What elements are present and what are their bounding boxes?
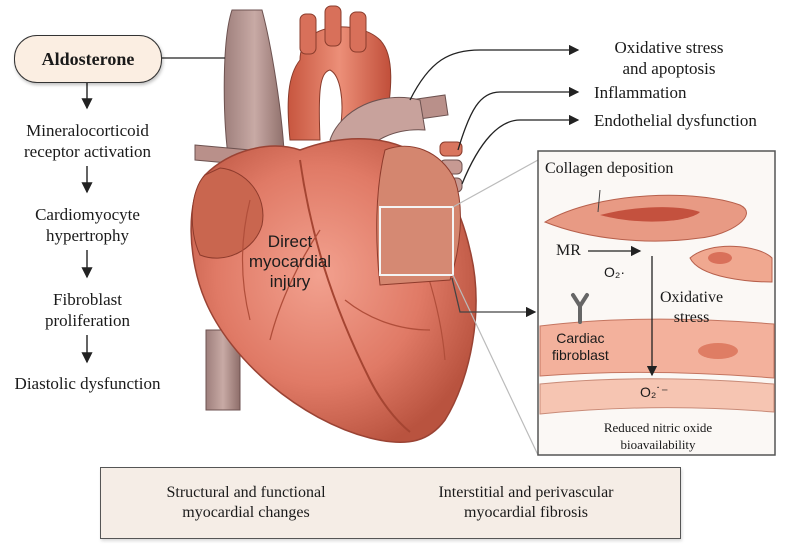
right-atrium <box>191 167 264 259</box>
outcome-line: myocardial fibrosis <box>464 504 588 521</box>
inset-nitric-oxide-label: Reduced nitric oxide bioavailability <box>548 419 768 453</box>
aortic-branch-1 <box>299 13 317 55</box>
inset-o2-radical-bottom: O₂˙⁻ <box>640 384 669 400</box>
coronary-artery-branch-2 <box>344 299 431 331</box>
inset-label-line: bioavailability <box>620 437 696 452</box>
pathway-step-proliferation: Fibroblast proliferation <box>0 289 175 331</box>
great-vessels <box>194 5 463 411</box>
inset-cardiac-fibroblast-label: Cardiac fibroblast <box>552 330 609 364</box>
outcomes-panel: Structural and functional myocardial cha… <box>100 467 681 539</box>
inset-o2-radical-top: O₂· <box>604 264 625 280</box>
arrow-to-inflammation <box>457 86 580 151</box>
effect-line: Endothelial dysfunction <box>594 111 757 130</box>
inset-mr-label: MR <box>556 242 581 259</box>
inset-label-line: Oxidative <box>660 289 724 306</box>
coronary-artery-branch-3 <box>241 199 251 321</box>
heart-label-line: injury <box>269 272 311 291</box>
effect-line: Oxidative stress <box>614 38 724 57</box>
coronary-artery-branch-1 <box>269 229 321 341</box>
outcome-line: Interstitial and perivascular <box>438 484 614 501</box>
aortic-branch-3 <box>349 11 367 53</box>
pulmonary-artery-branch <box>439 141 463 157</box>
effect-line: and apoptosis <box>622 59 716 78</box>
arrow-to-oxidative-stress <box>409 44 580 101</box>
aortic-branch-2 <box>324 5 342 47</box>
pathway-step-hypertrophy: Cardiomyocyte hypertrophy <box>0 204 175 246</box>
pathway-step-line: Diastolic dysfunction <box>14 374 161 393</box>
pathway-step-line: Mineralocorticoid <box>26 121 149 140</box>
myocyte-layer <box>539 318 775 379</box>
pathway-step-line: hypertrophy <box>45 226 130 245</box>
aldosterone-label: Aldosterone <box>41 48 135 69</box>
heart-injury-label: Direct myocardial injury <box>240 232 340 292</box>
inset-label-line: fibroblast <box>552 347 609 363</box>
inset-label-line: Cardiac <box>556 330 605 346</box>
inset-label-line: Reduced nitric oxide <box>603 420 713 435</box>
outcome-fibrosis: Interstitial and perivascular myocardial… <box>401 483 651 523</box>
coronary-artery-main <box>299 159 411 433</box>
effect-endothelial: Endothelial dysfunction <box>594 110 757 131</box>
myocyte-nucleus <box>698 343 738 359</box>
inset-label-line: stress <box>673 309 710 326</box>
connector-collagen-label <box>597 189 601 213</box>
pathway-arrows <box>81 57 225 364</box>
receptor-icon <box>571 293 589 324</box>
effect-line: Inflammation <box>594 83 687 102</box>
pathway-step-line: proliferation <box>45 311 130 330</box>
collagen-core <box>600 207 700 222</box>
inset-oxidative-stress-label: Oxidative stress <box>660 288 723 328</box>
striated-muscle-layer <box>539 378 775 415</box>
pathway-step-line: receptor activation <box>24 142 151 161</box>
pathway-step-mr: Mineralocorticoid receptor activation <box>0 120 175 162</box>
tissue-magnification-box <box>379 206 454 276</box>
effect-inflammation: Inflammation <box>594 82 687 103</box>
inset-illustration <box>537 150 776 456</box>
pathway-step-diastolic: Diastolic dysfunction <box>0 373 175 394</box>
aldosterone-node: Aldosterone <box>14 35 162 83</box>
heart-label-line: myocardial <box>248 252 332 271</box>
magnify-line-2 <box>452 274 539 456</box>
pathway-step-line: Fibroblast <box>53 290 122 309</box>
outcome-structural: Structural and functional myocardial cha… <box>131 483 361 523</box>
outcome-line: myocardial changes <box>182 504 310 521</box>
fibroblast-nucleus-right <box>708 252 732 264</box>
outcome-line: Structural and functional <box>166 484 326 501</box>
arrow-to-inset <box>451 277 537 318</box>
pathway-step-line: Cardiomyocyte <box>35 205 140 224</box>
effect-oxidative-stress: Oxidative stress and apoptosis <box>594 37 744 79</box>
heart-illustration <box>190 138 539 456</box>
heart-label-line: Direct <box>267 232 313 251</box>
effect-arrows <box>409 44 580 318</box>
magnify-line-1 <box>452 159 539 208</box>
inset-collagen-label: Collagen deposition <box>545 160 674 177</box>
arrow-to-endothelial <box>461 114 580 185</box>
